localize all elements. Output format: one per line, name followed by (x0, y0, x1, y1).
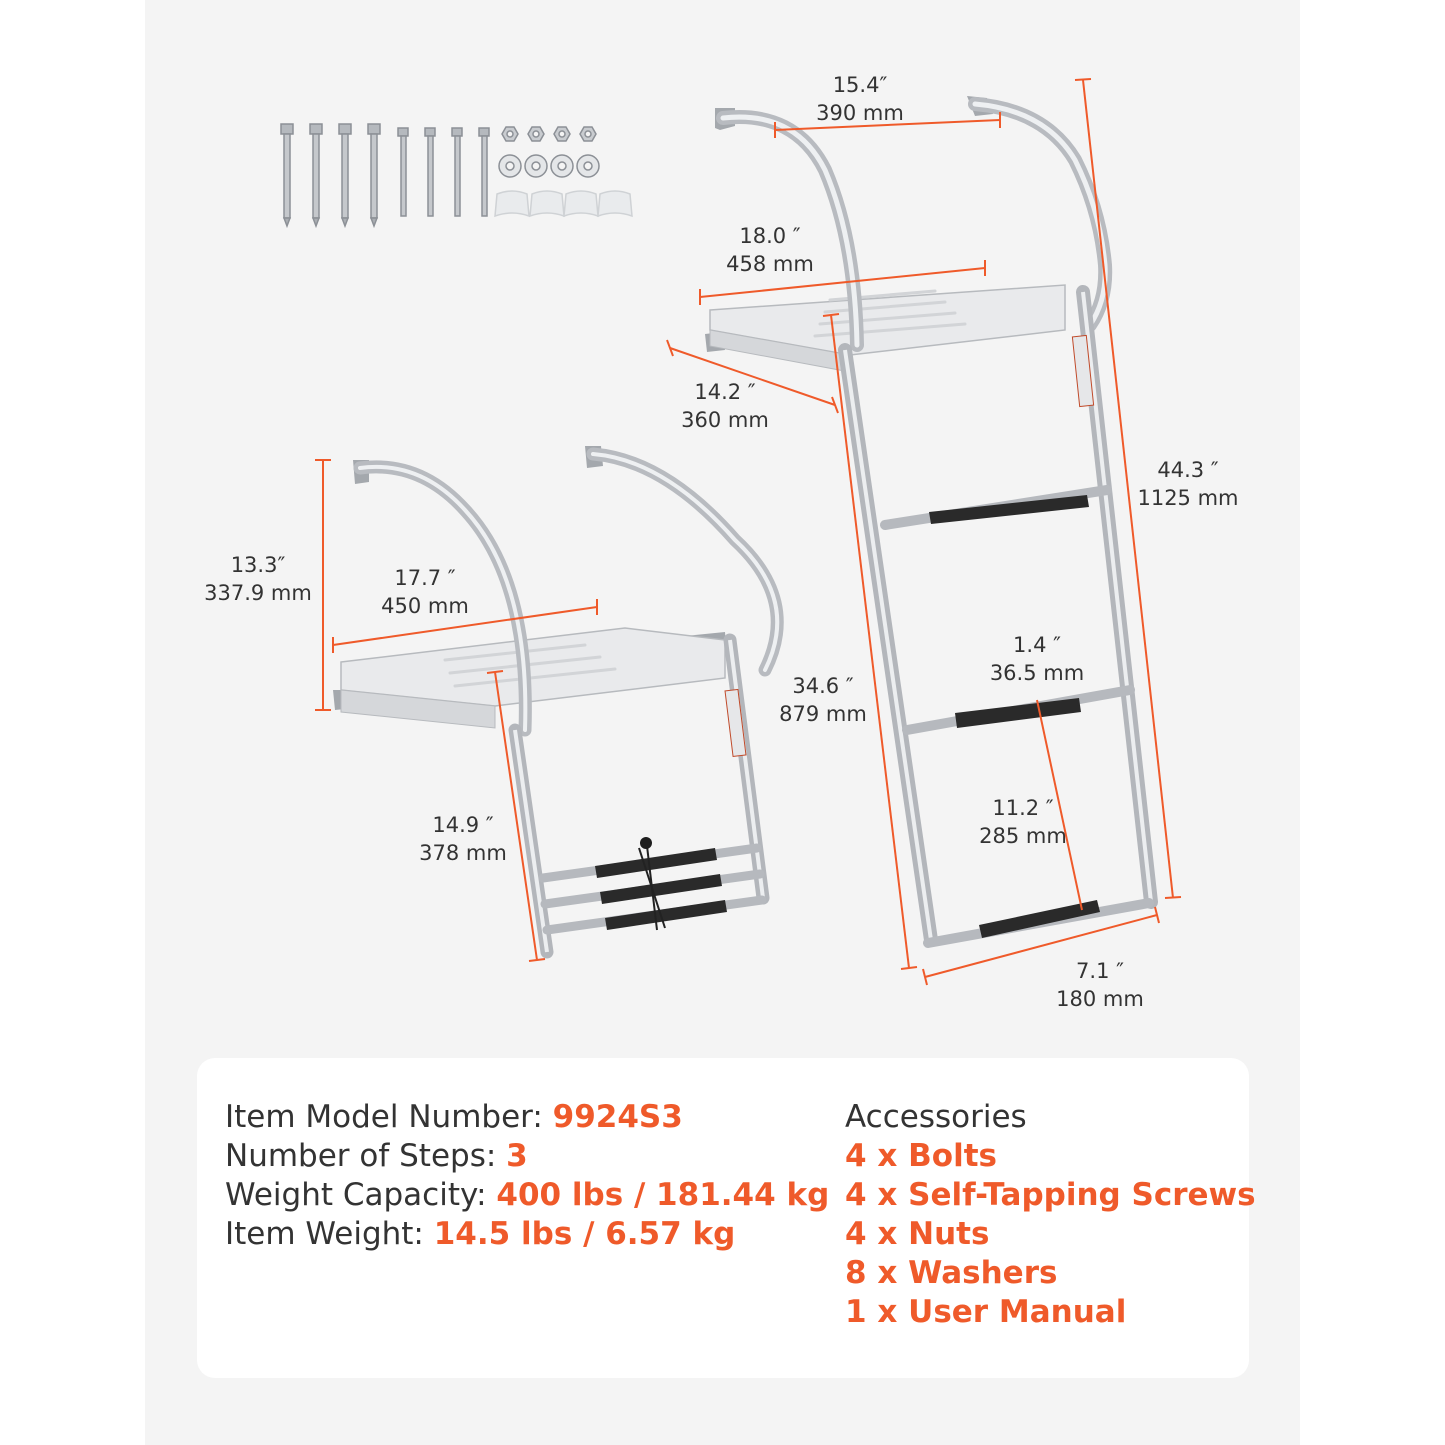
ladder-rung (902, 685, 1135, 735)
accessories-list: Accessories 4 x Bolts 4 x Self-Tapping S… (845, 1098, 1256, 1332)
dim-platform-width-mm: 458 mm (726, 252, 814, 276)
dimension-labels: 15.4″ 390 mm 18.0 ″ 458 mm 14.2 ″ 360 mm… (204, 73, 1238, 1011)
spec-value: 3 (506, 1138, 528, 1174)
dim-step-spacing-in: 11.2 ″ (992, 796, 1053, 820)
dim-platform-width-in: 18.0 ″ (739, 224, 800, 248)
dim-step-depth-in: 1.4 ″ (1013, 633, 1061, 657)
dim-extended-height-in: 34.6 ″ (792, 674, 853, 698)
lag-screw-icon (309, 123, 323, 229)
platform (340, 627, 726, 707)
nut-icon (501, 126, 519, 142)
washer-icon (524, 154, 548, 178)
nut-icon (527, 126, 545, 142)
dim-platform-depth-in: 14.2 ″ (694, 380, 755, 404)
bungee-strap-icon (638, 837, 666, 931)
spec-value: 14.5 lbs / 6.57 kg (433, 1216, 736, 1252)
accessory-item: 4 x Self-Tapping Screws (845, 1177, 1256, 1213)
accessory-item: 1 x User Manual (845, 1294, 1127, 1330)
bolt-icon (424, 127, 436, 217)
rail-cap-icon (494, 190, 633, 218)
dim-step-spacing-mm: 285 mm (979, 824, 1067, 848)
ladder-dimension-drawing: 15.4″ 390 mm 18.0 ″ 458 mm 14.2 ″ 360 mm… (204, 73, 1238, 1011)
dim-top-width-mm: 390 mm (816, 101, 904, 125)
accessories-title: Accessories (845, 1099, 1027, 1135)
spec-value: 400 lbs / 181.44 kg (496, 1177, 830, 1213)
ladder-rung (923, 898, 1154, 948)
dim-top-width-in: 15.4″ (833, 73, 888, 97)
spec-steps: Number of Steps: 3 (225, 1137, 829, 1176)
bolt-icon (451, 127, 463, 217)
spec-list: Item Model Number: 9924S3 Number of Step… (225, 1098, 829, 1254)
washer-icon (498, 154, 522, 178)
spec-item-weight: Item Weight: 14.5 lbs / 6.57 kg (225, 1215, 829, 1254)
spec-value: 9924S3 (552, 1099, 683, 1135)
dim-small-platform-width-mm: 450 mm (381, 594, 469, 618)
lag-screw-icon (338, 123, 352, 229)
spec-card: Item Model Number: 9924S3 Number of Step… (197, 1058, 1256, 1378)
dim-step-width-mm: 180 mm (1056, 987, 1144, 1011)
lag-screw-icon (280, 123, 294, 229)
bolt-icon (478, 127, 490, 217)
spec-label: Item Weight: (225, 1216, 434, 1252)
washer-icon (550, 154, 574, 178)
folded-ladder-illustration (333, 446, 784, 959)
accessory-item: 4 x Bolts (845, 1138, 997, 1174)
dim-platform-depth-mm: 360 mm (681, 408, 769, 432)
nut-icon (553, 126, 571, 142)
dim-total-height-in: 44.3 ″ (1157, 458, 1218, 482)
dim-rail-height-mm: 337.9 mm (204, 581, 312, 605)
spec-label: Number of Steps: (225, 1138, 507, 1174)
dim-folded-height-mm: 378 mm (419, 841, 507, 865)
dim-step-width-in: 7.1 ″ (1076, 959, 1124, 983)
spec-label: Weight Capacity: (225, 1177, 497, 1213)
dim-extended-height-mm: 879 mm (779, 702, 867, 726)
dimension-lines (315, 78, 1182, 986)
dim-folded-height-in: 14.9 ″ (432, 813, 493, 837)
spec-model-number: Item Model Number: 9924S3 (225, 1098, 829, 1137)
bolt-icon (397, 127, 409, 217)
accessory-item: 4 x Nuts (845, 1216, 990, 1252)
dim-small-platform-width-in: 17.7 ″ (394, 566, 455, 590)
hardware-kit (280, 123, 633, 229)
dim-total-height-mm: 1125 mm (1137, 486, 1238, 510)
large-ladder-illustration (705, 96, 1158, 948)
dim-step-depth-mm: 36.5 mm (990, 661, 1084, 685)
lag-screw-icon (367, 123, 381, 229)
dim-rail-height-in: 13.3″ (231, 553, 286, 577)
nut-icon (579, 126, 597, 142)
ladder-rung (880, 485, 1112, 530)
spec-label: Item Model Number: (225, 1099, 553, 1135)
accessory-item: 8 x Washers (845, 1255, 1058, 1291)
washer-icon (576, 154, 600, 178)
spec-weight-capacity: Weight Capacity: 400 lbs / 181.44 kg (225, 1176, 829, 1215)
